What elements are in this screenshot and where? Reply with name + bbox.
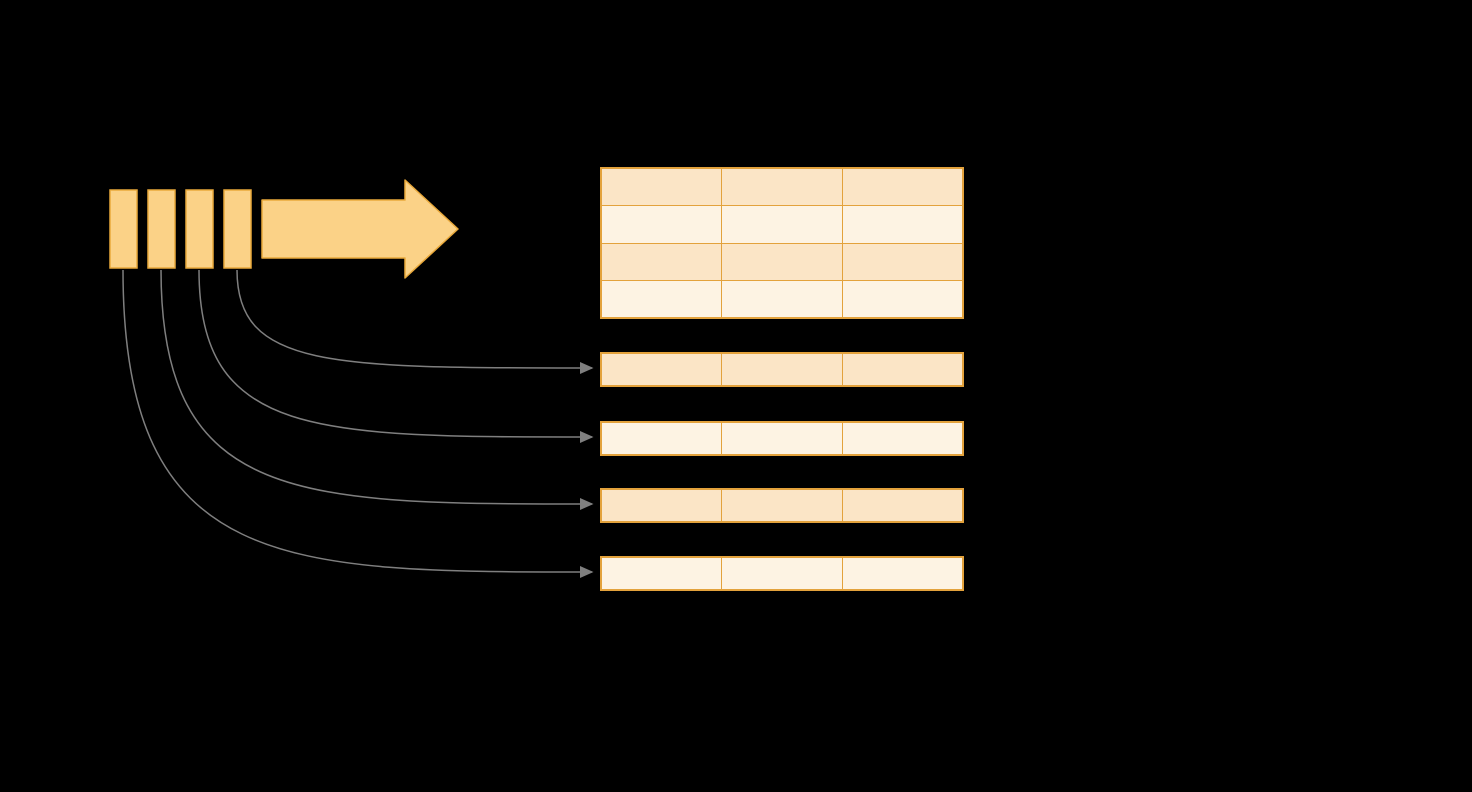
table-cell: [602, 169, 721, 205]
stream-bar-4: [223, 189, 252, 269]
table-row: [602, 490, 962, 521]
stream-bar-2: [147, 189, 176, 269]
stream-bars: [109, 189, 252, 269]
connector-arrow-4: [122, 269, 594, 578]
connector-arrow-3: [160, 269, 594, 510]
table-cell: [841, 206, 962, 243]
table-cell: [721, 423, 841, 454]
stream-bar-1: [109, 189, 138, 269]
unbounded-table: [600, 167, 964, 319]
table-cell: [841, 354, 962, 385]
table-cell: [841, 169, 962, 206]
table-cell: [721, 206, 841, 243]
table-cell: [602, 490, 721, 521]
appended-row-table-3: [600, 488, 964, 523]
stream-bar-3: [185, 189, 214, 269]
connector-arrow-1: [236, 269, 594, 374]
table-cell: [602, 206, 721, 242]
table-cell: [721, 558, 841, 589]
table-cell: [721, 169, 841, 206]
table-row: [602, 169, 962, 206]
table-row: [602, 423, 962, 454]
table-cell: [602, 558, 721, 589]
table-row: [602, 205, 962, 243]
connector-arrow-2: [198, 269, 594, 443]
table-cell: [602, 281, 721, 317]
appended-row-table-1: [600, 352, 964, 387]
table-cell: [721, 354, 841, 385]
table-row: [602, 354, 962, 385]
table-cell: [841, 558, 962, 589]
table-cell: [841, 280, 962, 317]
table-cell: [841, 243, 962, 280]
table-cell: [602, 354, 721, 385]
table-row: [602, 558, 962, 589]
flow-arrow-icon: [261, 179, 459, 279]
table-row: [602, 279, 962, 317]
table-row: [602, 242, 962, 280]
table-cell: [841, 490, 962, 521]
appended-row-table-2: [600, 421, 964, 456]
table-cell: [841, 423, 962, 454]
table-cell: [602, 423, 721, 454]
appended-row-table-4: [600, 556, 964, 591]
append-connectors: [122, 269, 594, 578]
table-cell: [721, 243, 841, 280]
table-cell: [721, 490, 841, 521]
table-cell: [602, 244, 721, 280]
table-cell: [721, 280, 841, 317]
